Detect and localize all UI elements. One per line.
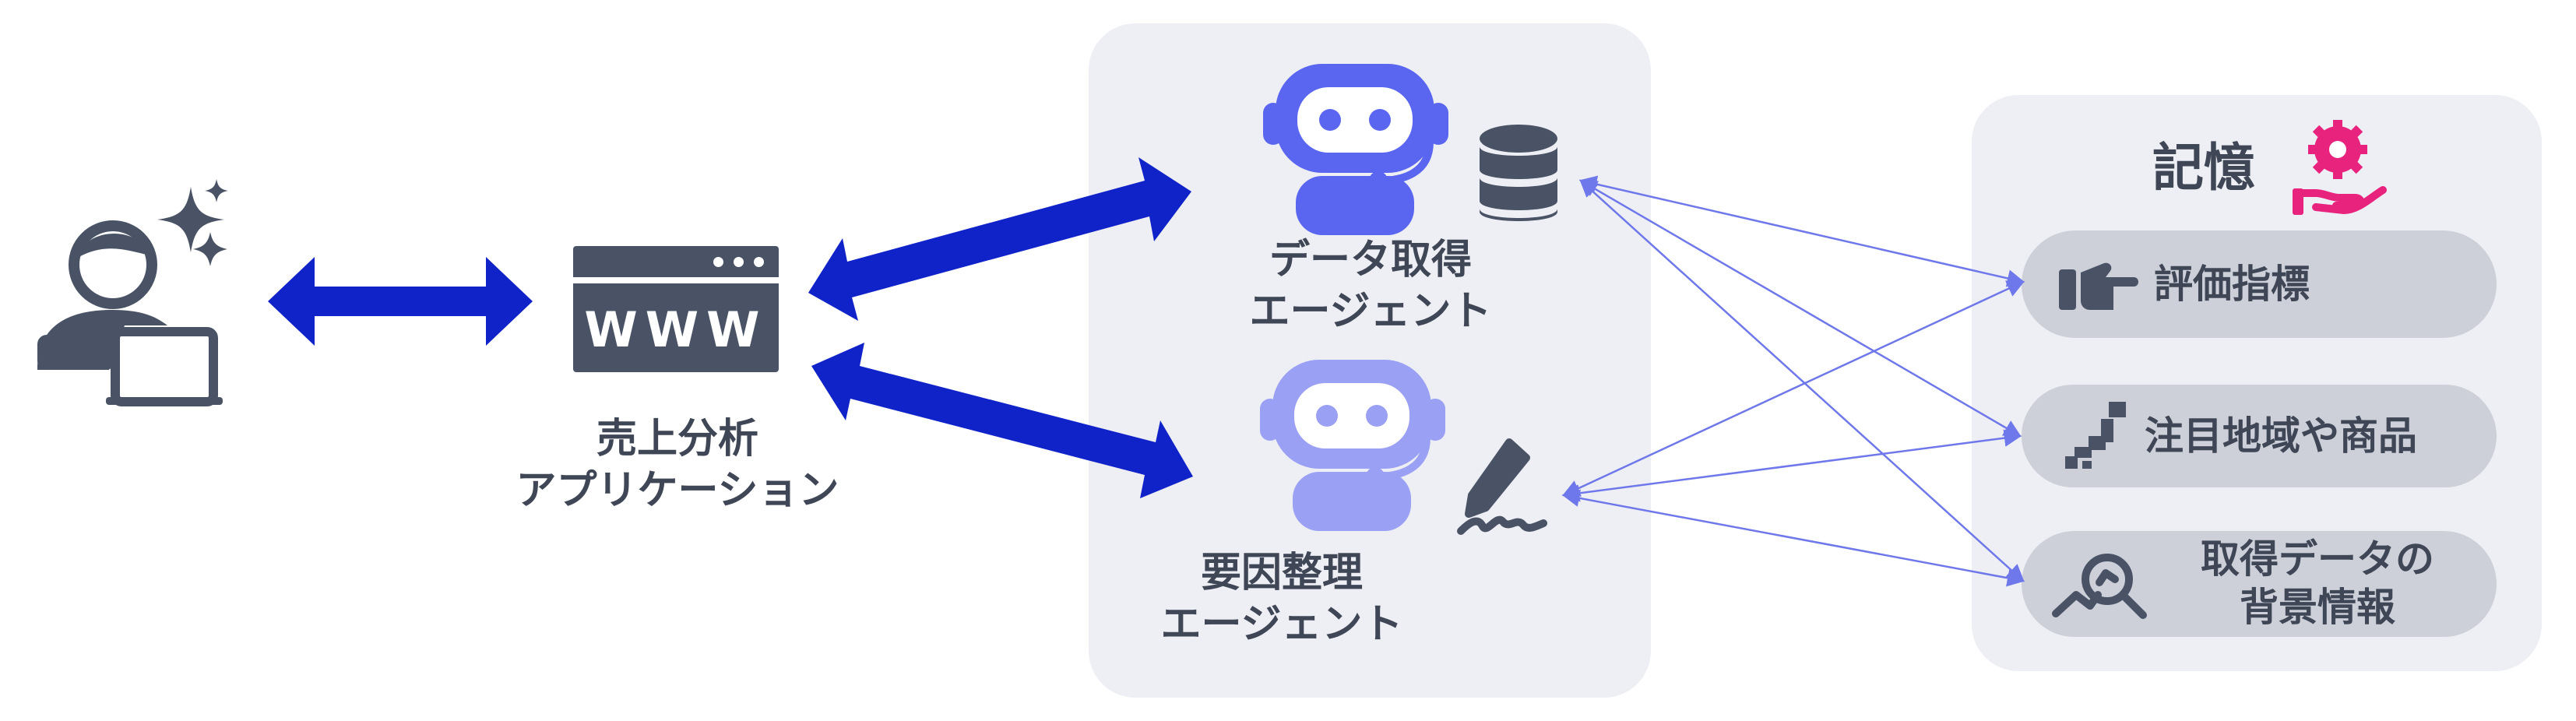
- factor-agent-label-line1: 要因整理: [1200, 550, 1363, 596]
- user-with-laptop-icon: [37, 179, 228, 406]
- robot-icon-data-agent: [1263, 64, 1448, 235]
- connector-db-background: [1579, 179, 2025, 582]
- robot-icon-factor-agent: [1260, 360, 1445, 531]
- memory-item-label: 評価指標: [2154, 262, 2310, 307]
- memory-item-label-line1: 取得データの: [2201, 536, 2434, 582]
- memory-item-label: 注目地域や商品: [2145, 413, 2417, 459]
- connector-pen-regions: [1561, 429, 2022, 502]
- connector-db-metrics: [1578, 175, 2025, 287]
- browser-www-text: WWW: [584, 301, 768, 358]
- connector-pen-metrics: [1561, 280, 2025, 497]
- browser-window-icon: WWW: [573, 246, 779, 372]
- app-label-line1: 売上分析: [596, 416, 758, 462]
- japan-map-icon: [2065, 402, 2126, 469]
- memory-item-label-line2: 背景情報: [2240, 585, 2395, 630]
- sparkle-icon: [157, 187, 224, 252]
- memory-item-focus-regions-products: 注目地域や商品: [2022, 385, 2497, 487]
- pen-signature-icon: [1457, 438, 1547, 535]
- browser-dots: [713, 257, 768, 268]
- memory-item-data-background: 取得データの 背景情報: [2022, 531, 2497, 637]
- memory-title: 記憶: [2152, 138, 2255, 198]
- connector-pen-background: [1561, 489, 2025, 587]
- app-label-line2: アプリケーション: [516, 467, 839, 514]
- data-agent-label-line2: エージェント: [1249, 288, 1492, 335]
- hand-gear-icon: [2293, 120, 2387, 215]
- database-icon: [1480, 125, 1557, 221]
- factor-agent-label-line2: エージェント: [1160, 601, 1403, 648]
- magnifier-chart-icon: [2052, 554, 2147, 619]
- memory-item-evaluation-metrics: 評価指標: [2022, 230, 2497, 338]
- data-agent-label-line1: データ取得: [1269, 237, 1472, 283]
- pointing-hand-icon: [2059, 262, 2138, 310]
- connector-db-regions: [1579, 179, 2022, 438]
